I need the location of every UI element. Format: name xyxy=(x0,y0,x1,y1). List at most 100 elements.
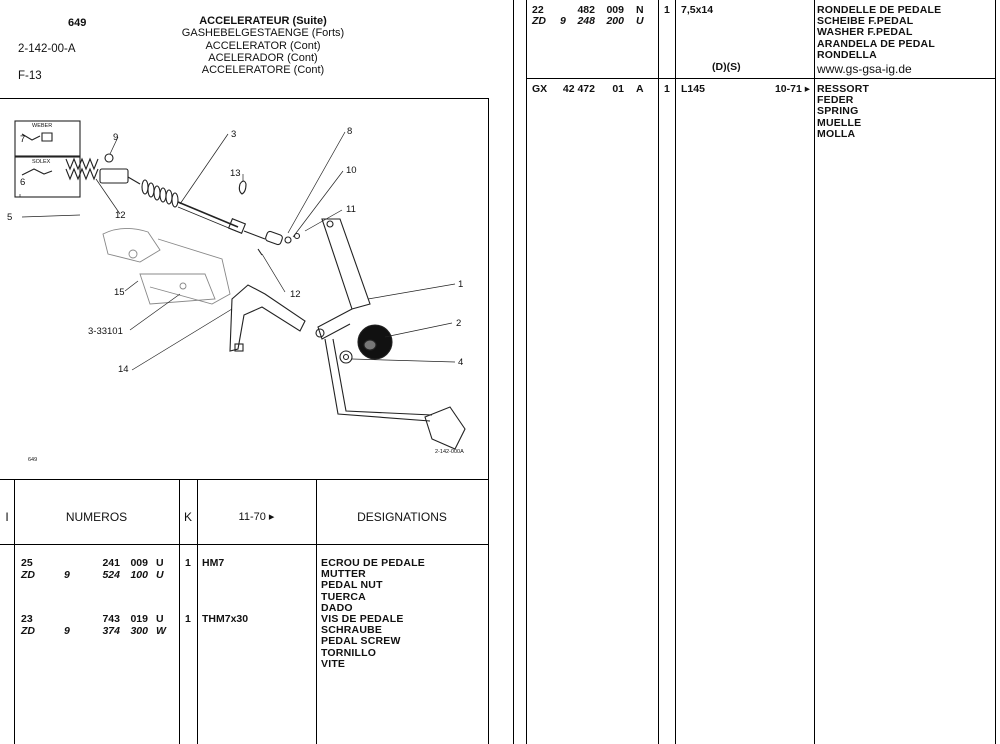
designation-es: MUELLE xyxy=(817,116,862,129)
rrow-1-line2-d: 200 xyxy=(606,15,624,27)
row-2-line1-c: 743 xyxy=(102,613,120,625)
page-gutter xyxy=(489,0,513,744)
header-rule xyxy=(0,98,489,99)
callout-13: 13 xyxy=(230,168,241,179)
row-1-line2-a: ZD xyxy=(21,569,35,581)
rrow-1-line2-c: 248 xyxy=(577,15,595,27)
title-de: GASHEBELGESTAENGE (Forts) xyxy=(181,27,345,40)
designation-en: WASHER F.PEDAL xyxy=(817,26,913,39)
col-divider xyxy=(513,0,514,744)
callout-4: 4 xyxy=(458,357,463,368)
row-1-line2-b: 9 xyxy=(64,569,70,581)
designation-it: DADO xyxy=(321,601,353,614)
rrow-1-line1-d: 009 xyxy=(606,4,624,16)
table-header-top-rule xyxy=(0,479,489,480)
rrow-1-line1-e: N xyxy=(636,4,644,16)
page-number: 649 xyxy=(68,17,87,29)
designation-fr: RESSORT xyxy=(817,83,870,95)
designation-it: MOLLA xyxy=(817,127,856,140)
row-1-line1-d: 009 xyxy=(130,557,148,569)
col-divider xyxy=(14,479,15,744)
row-2-line1-e: U xyxy=(156,613,164,625)
rrow-2-line1-c: 42 472 xyxy=(562,83,595,95)
rrow-1-line2-a: ZD xyxy=(532,15,546,27)
callout-2: 2 xyxy=(456,318,461,329)
col-header-i: I xyxy=(5,510,9,524)
rrow-1-line1-a: 22 xyxy=(532,4,544,16)
rrow-2-line1-a: GX xyxy=(532,83,548,95)
weber-inset-box xyxy=(14,120,81,157)
callout-ref: 3-33101 xyxy=(88,326,123,337)
callout-5: 5 xyxy=(7,212,12,223)
col-divider xyxy=(675,0,676,744)
drawing-ref: 2-142-000A xyxy=(435,449,464,455)
ref-code: 2-142-00-A xyxy=(18,43,76,55)
designation-de: SCHRAUBE xyxy=(321,624,383,637)
col-divider xyxy=(814,0,815,744)
designation-fr: ECROU DE PEDALE xyxy=(321,557,425,569)
rrow-1-designations: RONDELLE DE PEDALE SCHEIBE F.PEDAL WASHE… xyxy=(817,4,942,61)
callout-3: 3 xyxy=(231,129,236,140)
title-en: ACCELERATOR (Cont) xyxy=(205,39,321,52)
exploded-diagram: 1 2 3 4 5 6 7 8 9 10 11 12 12 13 14 15 3… xyxy=(7,120,466,463)
callout-7: 7 xyxy=(20,134,25,145)
designation-en: PEDAL NUT xyxy=(321,579,383,592)
spring-part xyxy=(65,157,99,181)
designation-fr: RONDELLE DE PEDALE xyxy=(817,4,942,16)
callout-6: 6 xyxy=(20,177,25,188)
left-page-border xyxy=(488,98,489,744)
designation-es: TORNILLO xyxy=(321,646,377,659)
row-1-line1-a: 25 xyxy=(21,557,33,569)
rrow-1-line1-c: 482 xyxy=(577,4,595,16)
section-code: F-13 xyxy=(18,70,42,82)
row-1-line2-c: 524 xyxy=(102,569,120,581)
row-1-qty: 1 xyxy=(185,557,191,569)
row-separator xyxy=(526,78,995,79)
col-divider xyxy=(995,0,996,744)
table-header-bottom-rule xyxy=(0,544,489,545)
designation-it: VITE xyxy=(321,657,346,670)
designation-fr: VIS DE PEDALE xyxy=(321,613,404,625)
designation-de: MUTTER xyxy=(321,568,366,581)
designation-en: SPRING xyxy=(817,105,859,118)
row-2-spec: THM7x30 xyxy=(202,613,249,625)
title-es: ACELERADOR (Cont) xyxy=(208,51,318,64)
designation-en: PEDAL SCREW xyxy=(321,635,401,648)
rrow-2-designations: RESSORT FEDER SPRING MUELLE MOLLA xyxy=(817,83,870,140)
col-divider xyxy=(179,479,180,744)
callout-8: 8 xyxy=(347,126,352,137)
rrow-2-spec: L145 xyxy=(681,83,705,95)
row-2-line2-e: W xyxy=(156,625,166,637)
col-header-date: 11-70 ▸ xyxy=(238,511,275,523)
row-2-designations: VIS DE PEDALE SCHRAUBE PEDAL SCREW TORNI… xyxy=(321,613,404,670)
col-divider xyxy=(658,0,659,744)
row-2-line1-d: 019 xyxy=(130,613,148,625)
col-divider xyxy=(197,479,198,744)
row-2-line1-a: 23 xyxy=(21,613,33,625)
callout-1: 1 xyxy=(458,279,463,290)
title-fr: ACCELERATEUR (Suite) xyxy=(199,15,327,27)
row-1-line1-e: U xyxy=(156,557,164,569)
designation-es: ARANDELA DE PEDAL xyxy=(817,37,935,50)
title-it: ACCELERATORE (Cont) xyxy=(201,64,325,77)
row-1-spec: HM7 xyxy=(202,557,225,569)
col-header-designations: DESIGNATIONS xyxy=(357,510,447,524)
row-1-designations: ECROU DE PEDALE MUTTER PEDAL NUT TUERCA … xyxy=(321,557,425,614)
rrow-2-date: 10-71 ▸ xyxy=(774,83,810,95)
row-2-line2-d: 300 xyxy=(130,625,148,637)
rrow-2-line1-e: A xyxy=(636,83,644,95)
col-divider xyxy=(316,479,317,744)
designation-de: SCHEIBE F.PEDAL xyxy=(817,15,914,28)
designation-de: FEDER xyxy=(817,94,854,107)
rrow-1-spec: 7,5x14 xyxy=(681,4,714,16)
callout-12a: 12 xyxy=(115,210,126,221)
callout-9: 9 xyxy=(113,132,118,143)
designation-it: RONDELLA xyxy=(817,48,877,61)
col-divider xyxy=(526,0,527,744)
row-2-line2-a: ZD xyxy=(21,625,35,637)
row-1-line1-c: 241 xyxy=(102,557,120,569)
rrow-1-qty: 1 xyxy=(664,4,670,16)
row-2-qty: 1 xyxy=(185,613,191,625)
rrow-1-line2-b: 9 xyxy=(560,15,566,27)
watermark-url[interactable]: www.gs-gsa-ig.de xyxy=(817,62,912,76)
